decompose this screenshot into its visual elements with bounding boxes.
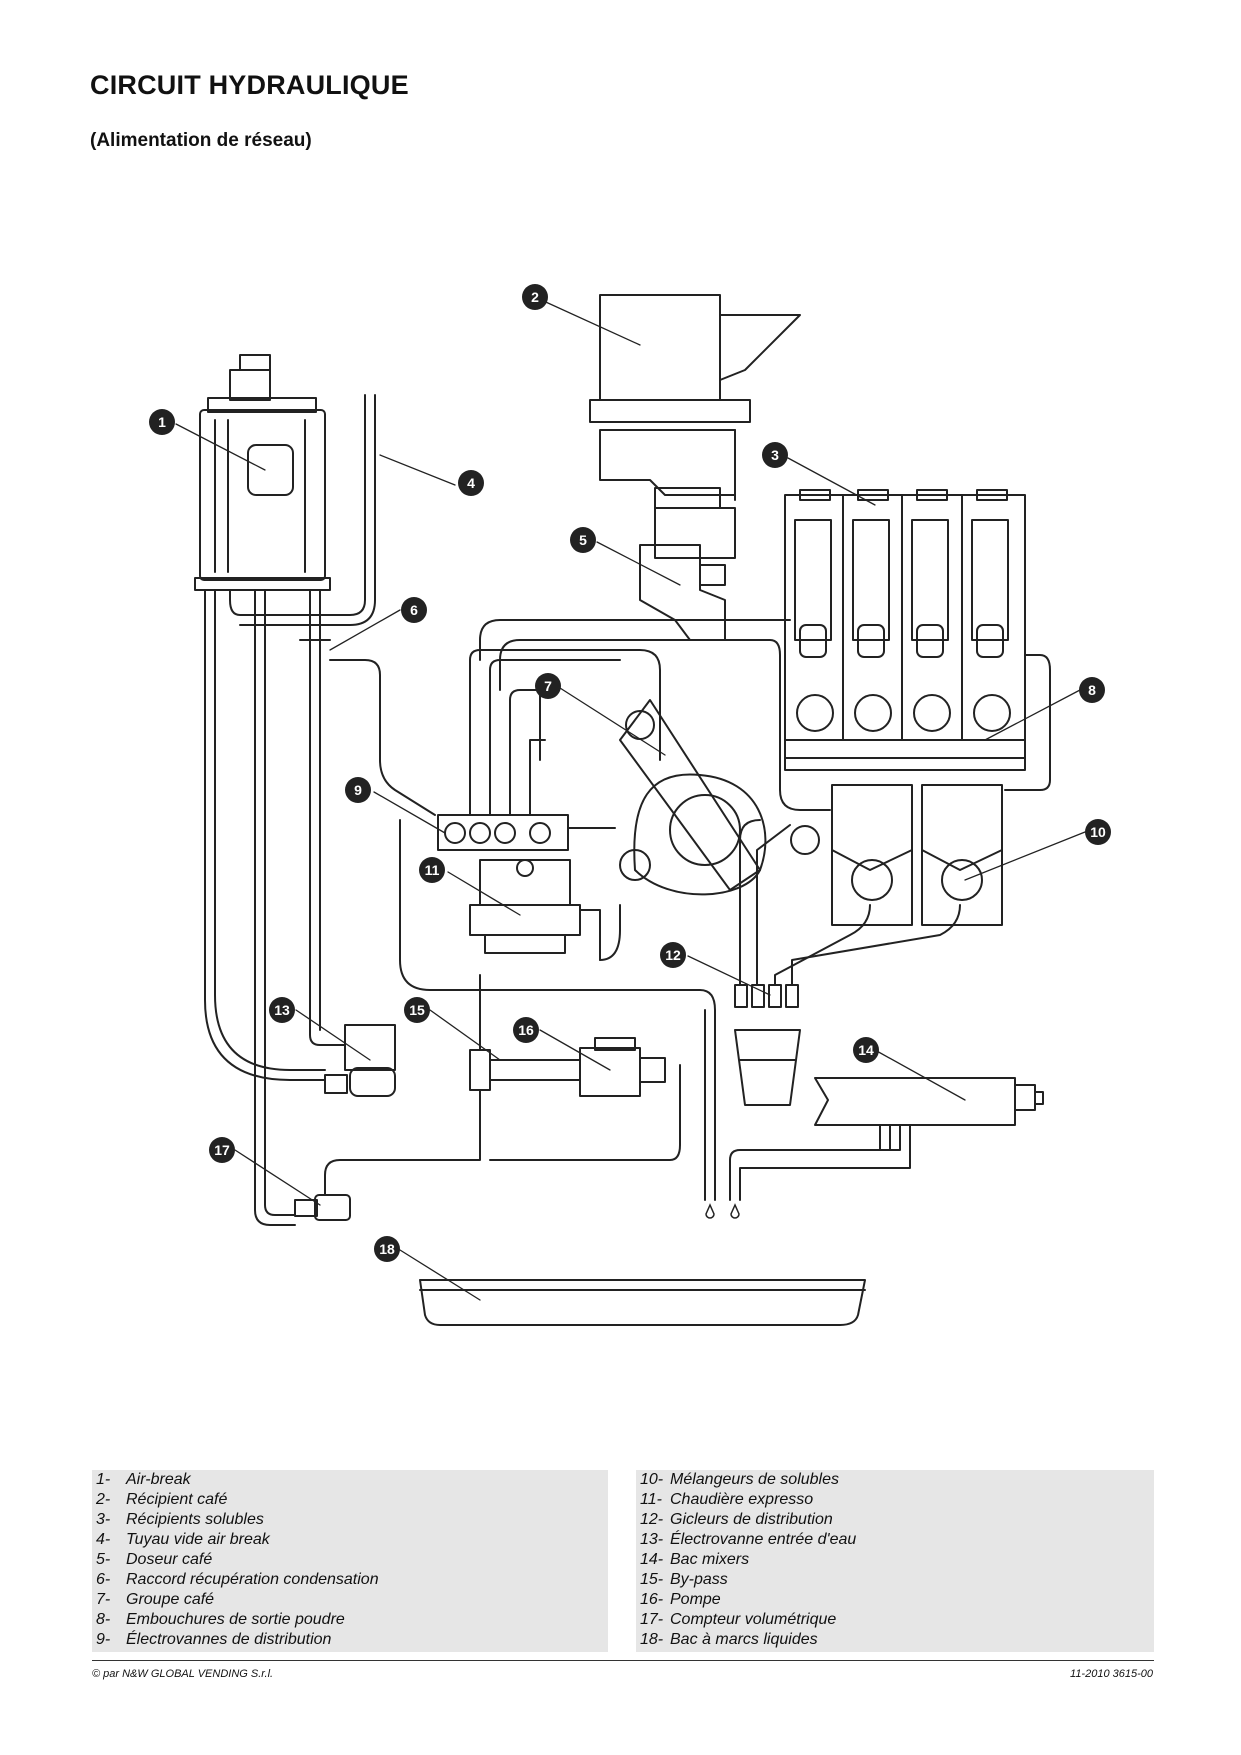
callouts: 1 2 3 4 5 6 7 8 9 10 11 12 13 14 15 16 1… [149, 284, 1111, 1262]
drip-markers [705, 1203, 740, 1219]
legend-item: 14-Bac mixers [640, 1551, 750, 1568]
svg-text:5: 5 [579, 532, 587, 548]
legend-item: 11-Chaudière expresso [640, 1491, 814, 1508]
svg-text:7: 7 [544, 678, 552, 694]
callout-11: 11 [419, 857, 445, 883]
svg-text:18: 18 [379, 1241, 395, 1257]
mixer-tray-drawing [814, 1077, 1044, 1151]
svg-text:4: 4 [467, 475, 475, 491]
legend-item: 7-Groupe café [96, 1591, 215, 1608]
svg-text:2: 2 [531, 289, 539, 305]
callout-9: 9 [345, 777, 371, 803]
callout-12: 12 [660, 942, 686, 968]
page-subtitle: (Alimentation de réseau) [90, 130, 312, 151]
legend-item: 6-Raccord récupération condensation [96, 1571, 379, 1588]
coffee-container-drawing [589, 294, 801, 501]
svg-text:15: 15 [409, 1002, 425, 1018]
svg-text:8: 8 [1088, 682, 1096, 698]
soluble-containers-drawing [784, 489, 1026, 771]
callout-8: 8 [1079, 677, 1105, 703]
legend-item: 12-Gicleurs de distribution [640, 1511, 833, 1528]
callout-13: 13 [269, 997, 295, 1023]
svg-text:11: 11 [425, 862, 440, 878]
legend-right-column: 10-Mélangeurs de solubles 11-Chaudière e… [636, 1470, 1154, 1652]
callout-6: 6 [401, 597, 427, 623]
callout-1: 1 [149, 409, 175, 435]
legend-item: 16-Pompe [640, 1591, 721, 1608]
callout-14: 14 [853, 1037, 879, 1063]
legend-item: 17-Compteur volumétrique [640, 1611, 837, 1628]
legend-item: 18-Bac à marcs liquides [640, 1631, 818, 1648]
distribution-valves-drawing [437, 814, 616, 851]
legend-left-column: 1-Air-break 2-Récipient café 3-Récipient… [92, 1470, 608, 1652]
legend-item: 3-Récipients solubles [96, 1511, 264, 1528]
svg-text:13: 13 [274, 1002, 290, 1018]
legend-item: 15-By-pass [640, 1571, 728, 1588]
legend-item: 1-Air-break [96, 1471, 191, 1488]
svg-text:9: 9 [354, 782, 362, 798]
callout-17: 17 [209, 1137, 235, 1163]
svg-text:14: 14 [858, 1042, 874, 1058]
svg-text:10: 10 [1090, 824, 1106, 840]
coffee-doser-drawing [639, 487, 736, 641]
legend-item: 8-Embouchures de sortie poudre [96, 1611, 345, 1628]
footer-divider [92, 1660, 1154, 1661]
footer-copyright: © par N&W GLOBAL VENDING S.r.l. [92, 1668, 274, 1680]
callout-10: 10 [1085, 819, 1111, 845]
piping [204, 394, 1051, 1226]
bypass-pump-drawing [469, 1037, 666, 1097]
svg-text:3: 3 [771, 447, 779, 463]
grounds-tray-drawing [419, 1279, 866, 1326]
page-title: CIRCUIT HYDRAULIQUE [90, 70, 409, 100]
espresso-boiler-drawing [469, 859, 581, 954]
air-break-drawing [194, 354, 331, 591]
svg-text:16: 16 [518, 1022, 534, 1038]
legend-item: 4-Tuyau vide air break [96, 1531, 270, 1548]
soluble-mixers-drawing [831, 784, 1003, 926]
footer-document-code: 11-2010 3615-00 [1070, 1668, 1153, 1680]
callout-18: 18 [374, 1236, 400, 1262]
callout-3: 3 [762, 442, 788, 468]
svg-text:17: 17 [214, 1142, 230, 1158]
hydraulic-circuit-diagram: 1 2 3 4 5 6 7 8 9 10 11 12 13 14 15 16 1… [149, 284, 1111, 1326]
callout-7: 7 [535, 673, 561, 699]
legend-item: 13-Électrovanne entrée d'eau [640, 1531, 857, 1548]
legend-item: 10-Mélangeurs de solubles [640, 1471, 839, 1488]
callout-16: 16 [513, 1017, 539, 1043]
callout-2: 2 [522, 284, 548, 310]
callout-4: 4 [458, 470, 484, 496]
nozzles-cup-drawing [734, 984, 801, 1106]
volumetric-counter-drawing [294, 1194, 351, 1221]
water-inlet-valve-drawing [324, 1024, 396, 1097]
svg-text:6: 6 [410, 602, 418, 618]
callout-5: 5 [570, 527, 596, 553]
coffee-group-drawing [619, 699, 767, 896]
legend-item: 2-Récipient café [96, 1491, 228, 1508]
svg-text:12: 12 [665, 947, 681, 963]
callout-15: 15 [404, 997, 430, 1023]
legend-item: 5-Doseur café [96, 1551, 213, 1568]
leader-lines [175, 297, 1086, 1301]
svg-text:1: 1 [158, 414, 166, 430]
legend-item: 9-Électrovannes de distribution [96, 1631, 332, 1648]
